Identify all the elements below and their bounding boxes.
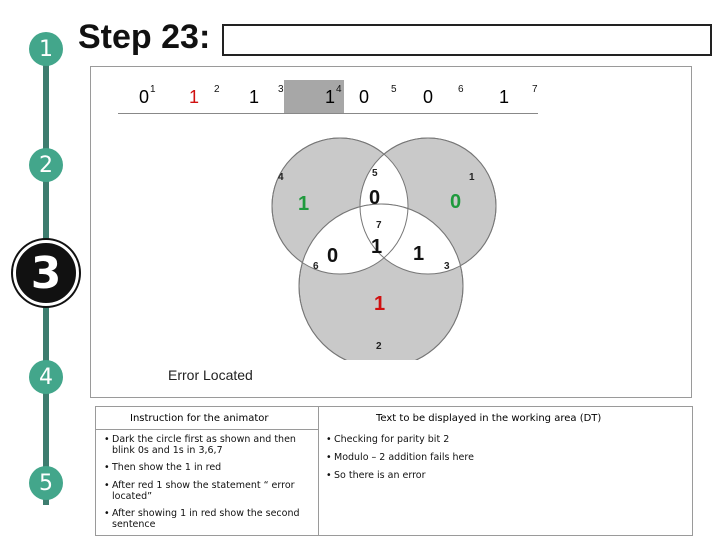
venn-value-4: 1 [298, 193, 310, 215]
venn-value-3: 1 [413, 243, 425, 265]
venn-value-6: 0 [327, 245, 339, 267]
bit-index: 6 [458, 84, 464, 95]
left-column-header: Instruction for the animator [130, 413, 269, 424]
bit-cell: 1 [168, 80, 220, 114]
bit-index: 1 [150, 84, 156, 95]
left-list-item: Dark the circle first as shown and then … [104, 434, 312, 456]
bit-row: 0 1 1 2 1 3 1 4 0 5 0 6 1 7 [118, 80, 538, 114]
bit-index: 2 [214, 84, 220, 95]
bit-cell: 0 [338, 80, 390, 114]
venn-region-6 [299, 204, 408, 274]
bit-value: 1 [498, 86, 509, 107]
step-number: 4 [39, 364, 53, 390]
right-list-item: Modulo – 2 addition fails here [326, 452, 674, 463]
right-column-header: Text to be displayed in the working area… [376, 413, 602, 424]
venn-index-4: 4 [278, 172, 284, 183]
bit-value: 0 [138, 86, 149, 107]
right-list-item: Checking for parity bit 2 [326, 434, 674, 445]
step-number: 5 [39, 470, 53, 496]
venn-outline-left [271, 137, 409, 275]
step-number: 2 [39, 152, 53, 178]
title-box [222, 24, 712, 56]
page-title: Step 23: [78, 18, 211, 56]
step-badge-3-active[interactable]: 3 [13, 240, 79, 306]
venn-index-7: 7 [376, 220, 382, 231]
bit-value: 0 [358, 86, 369, 107]
bit-cell: 1 [228, 80, 280, 114]
venn-value-1: 0 [450, 191, 462, 213]
step-badge-4[interactable]: 4 [29, 360, 63, 394]
venn-outline-right [359, 137, 497, 275]
step-badge-5[interactable]: 5 [29, 466, 63, 500]
instruction-table: Instruction for the animator Text to be … [95, 406, 693, 536]
step-badge-2[interactable]: 2 [29, 148, 63, 182]
venn-index-5: 5 [372, 168, 378, 179]
left-list-item: After red 1 show the statement “ error l… [104, 480, 312, 502]
bit-value: 1 [248, 86, 259, 107]
step-badge-1[interactable]: 1 [29, 32, 63, 66]
venn-index-1: 1 [469, 172, 475, 183]
table-divider [318, 407, 319, 535]
venn-index-6: 6 [313, 261, 319, 272]
bit-value-red: 1 [188, 86, 199, 107]
bit-cell-highlighted: 1 [284, 80, 344, 114]
right-list-item: So there is an error [326, 470, 674, 481]
bit-index: 4 [336, 84, 342, 95]
bit-index: 7 [532, 84, 538, 95]
venn-value-7: 1 [371, 236, 383, 258]
bit-value: 1 [324, 86, 335, 107]
bit-value: 0 [422, 86, 433, 107]
venn-value-2: 1 [374, 293, 386, 315]
venn-index-3: 3 [444, 261, 450, 272]
venn-outline-bottom [298, 203, 464, 360]
bit-cell: 0 [118, 80, 170, 114]
status-text: Error Located [168, 367, 253, 383]
bit-cell: 0 [402, 80, 454, 114]
bit-cell: 1 [478, 80, 530, 114]
venn-diagram [271, 137, 497, 360]
left-list-item: Then show the 1 in red [104, 462, 312, 473]
step-number: 3 [30, 247, 62, 299]
venn-region-3 [360, 204, 463, 274]
bit-index: 5 [391, 84, 397, 95]
left-list-item: After showing 1 in red show the second s… [104, 508, 312, 530]
venn-index-2: 2 [376, 341, 382, 352]
bit-row-divider [118, 113, 538, 114]
venn-value-5: 0 [369, 187, 381, 209]
step-number: 1 [39, 36, 53, 62]
bit-index: 3 [278, 84, 284, 95]
table-header-line [96, 429, 318, 430]
